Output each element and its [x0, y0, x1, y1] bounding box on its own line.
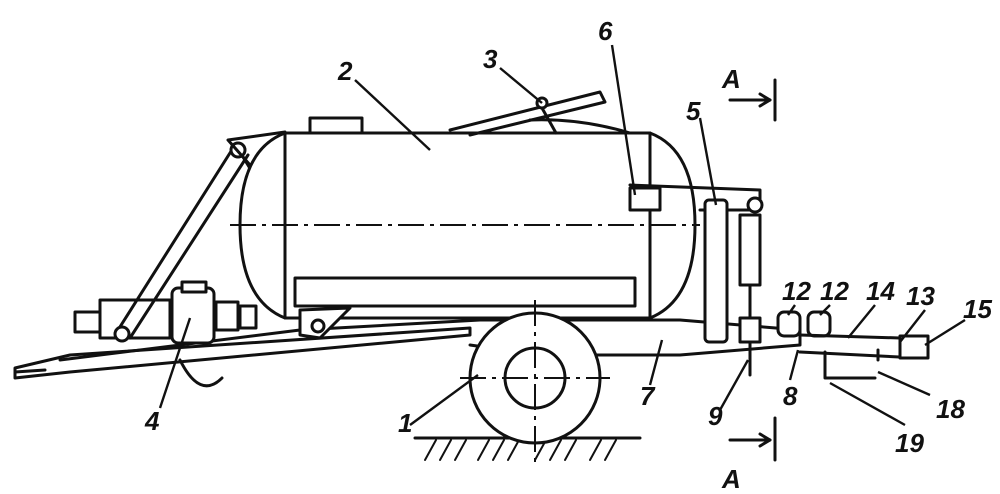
label-15: 15 — [963, 294, 992, 324]
label-2: 2 — [337, 56, 353, 86]
label-6: 6 — [598, 16, 613, 46]
tank — [230, 116, 700, 340]
label-4: 4 — [144, 406, 160, 436]
label-13: 13 — [906, 281, 935, 311]
label-18: 18 — [936, 394, 965, 424]
label-5: 5 — [686, 96, 701, 126]
pump-unit — [73, 280, 258, 388]
wheel — [460, 300, 610, 462]
label-9: 9 — [708, 401, 723, 431]
label-7: 7 — [640, 381, 656, 411]
label-3: 3 — [483, 44, 498, 74]
label-1: 1 — [398, 408, 412, 438]
label-8: 8 — [783, 381, 798, 411]
label-12-second: 12 — [820, 276, 849, 306]
section-label-top: A — [721, 64, 741, 94]
rear-equipment — [628, 183, 930, 380]
section-line — [728, 78, 777, 462]
label-19: 19 — [895, 428, 924, 458]
leader-lines — [158, 44, 966, 427]
label-12-first: 12 — [782, 276, 811, 306]
callout-labels: 1 2 3 4 5 6 7 8 9 12 12 13 14 15 18 19 A… — [144, 16, 992, 494]
boom-hose — [448, 90, 632, 137]
section-label-bottom: A — [721, 464, 741, 494]
label-14: 14 — [866, 276, 895, 306]
